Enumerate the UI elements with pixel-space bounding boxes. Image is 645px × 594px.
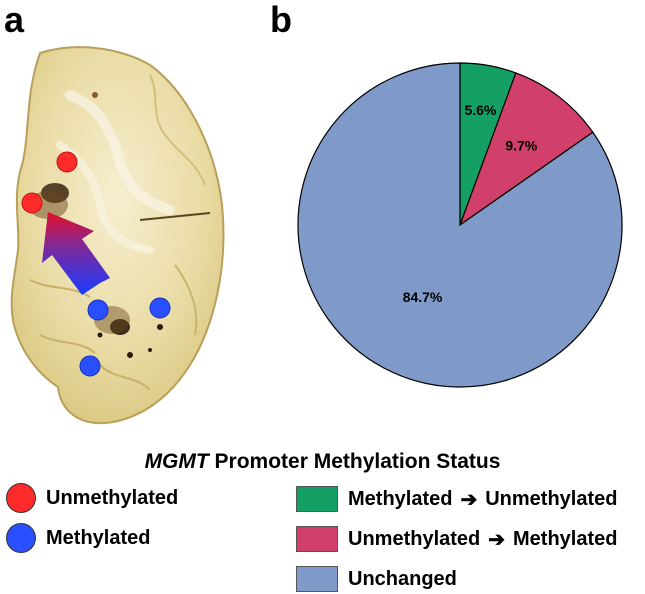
panel-label-b: b bbox=[270, 0, 292, 40]
legend-title-gene: MGMT bbox=[144, 450, 209, 473]
unmethylated-site-dot bbox=[21, 192, 43, 214]
legend-item-methylated-to-unmethylated: Methylated ➔ Unmethylated bbox=[296, 486, 617, 512]
pie-slice-label: 84.7% bbox=[403, 289, 443, 305]
legend-item-unmethylated-to-methylated: Unmethylated ➔ Methylated bbox=[296, 526, 617, 552]
legend-title: MGMT Promoter Methylation Status bbox=[0, 450, 645, 474]
methylation-pie-chart: 5.6% 9.7% 84.7% bbox=[297, 62, 623, 388]
red-dot-icon bbox=[6, 483, 36, 513]
methylated-site-dot bbox=[87, 299, 109, 321]
legend-label: Unmethylated bbox=[46, 486, 179, 509]
legend-swatch bbox=[296, 526, 338, 552]
legend-label: Methylated bbox=[46, 526, 151, 549]
transition-arrow bbox=[42, 212, 110, 295]
legend-label: Unchanged bbox=[348, 567, 457, 590]
right-arrow-icon: ➔ bbox=[460, 488, 478, 511]
pie-slice bbox=[297, 62, 623, 388]
pie-slice-label: 5.6% bbox=[464, 102, 496, 118]
legend-title-text: Promoter Methylation Status bbox=[208, 450, 501, 473]
legend-item-unchanged: Unchanged bbox=[296, 566, 457, 592]
legend-item-unmethylated: Unmethylated bbox=[6, 483, 178, 513]
legend-from-label: Methylated bbox=[348, 487, 453, 510]
legend-swatch bbox=[296, 486, 338, 512]
unmethylated-site-dot bbox=[56, 151, 78, 173]
legend-to-label: Unmethylated bbox=[485, 487, 618, 510]
brain-specimen-image bbox=[10, 46, 225, 425]
legend-item-methylated: Methylated bbox=[6, 523, 150, 553]
legend-to-label: Methylated bbox=[513, 527, 618, 550]
methylated-site-dot bbox=[79, 355, 101, 377]
legend-swatch bbox=[296, 566, 338, 592]
pie-slice bbox=[458, 72, 594, 227]
pie-slice-label: 9.7% bbox=[505, 137, 537, 153]
legend-from-label: Unmethylated bbox=[348, 527, 481, 550]
panel-label-a: a bbox=[4, 0, 25, 40]
brain-tissue bbox=[10, 46, 225, 425]
methylated-site-dot bbox=[149, 297, 171, 319]
blue-dot-icon bbox=[6, 523, 36, 553]
right-arrow-icon: ➔ bbox=[488, 528, 506, 551]
